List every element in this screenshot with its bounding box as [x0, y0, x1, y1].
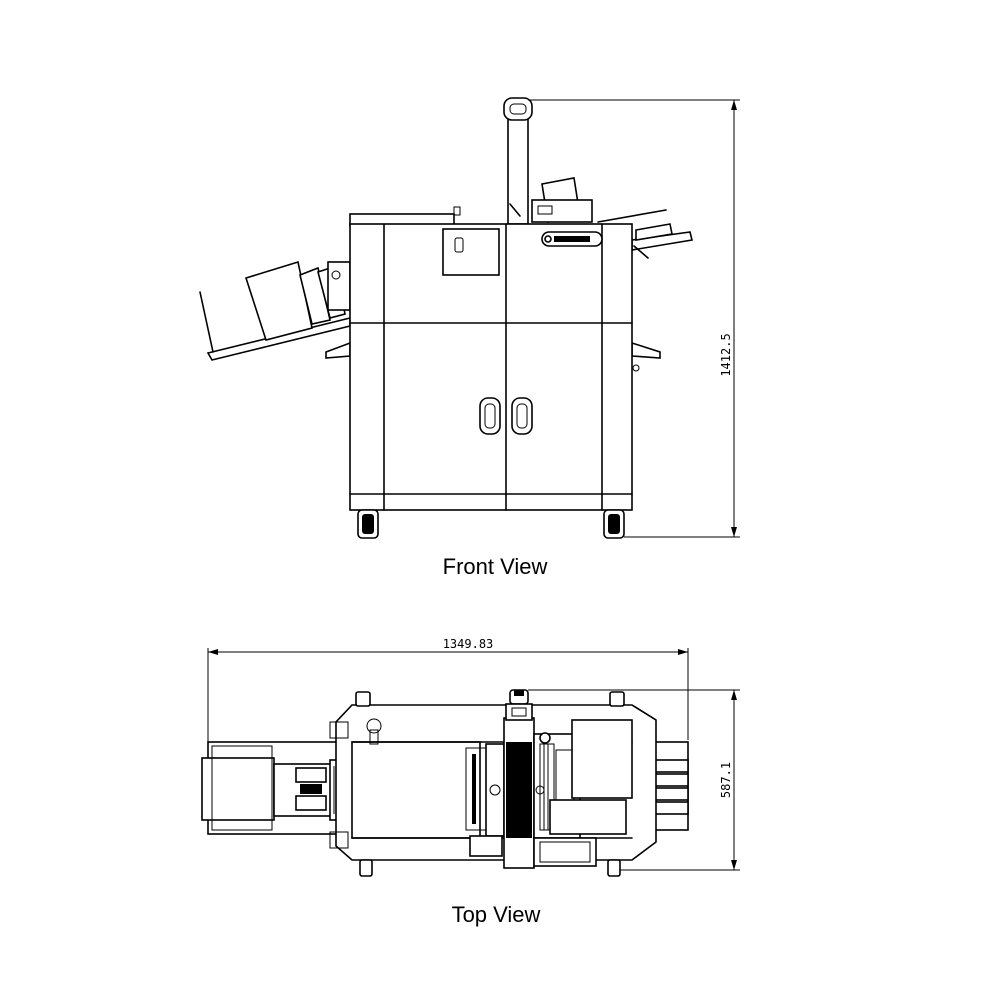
- top-width-label: 1349.83: [443, 637, 494, 651]
- front-right-door-handle: [511, 397, 533, 435]
- front-height-label: 1412.5: [719, 333, 733, 376]
- front-column: [503, 97, 533, 225]
- front-casters: [357, 509, 625, 539]
- top-width-dimension: [207, 648, 689, 742]
- top-view: 1349.83 587.1: [201, 637, 740, 927]
- front-view: 1412.5 Front View: [199, 97, 740, 579]
- front-left-bracket: [325, 341, 351, 359]
- top-view-caption: Top View: [452, 902, 541, 927]
- top-depth-dimension: [528, 689, 740, 871]
- top-left-feed-tray: [201, 741, 353, 835]
- front-control-panel: [442, 228, 500, 276]
- top-right-mechanism: [533, 719, 633, 867]
- front-height-dimension: [528, 99, 740, 538]
- front-right-delivery-tray: [597, 209, 693, 259]
- front-machine-body: [349, 206, 640, 511]
- front-left-feed-tray: [199, 260, 351, 361]
- top-depth-label: 587.1: [719, 762, 733, 798]
- front-left-door-handle: [479, 397, 501, 435]
- top-roller-section: [503, 689, 535, 869]
- top-feet: [355, 691, 625, 877]
- front-view-caption: Front View: [443, 554, 548, 579]
- front-right-bracket: [631, 341, 661, 359]
- front-top-feeder: [509, 177, 593, 223]
